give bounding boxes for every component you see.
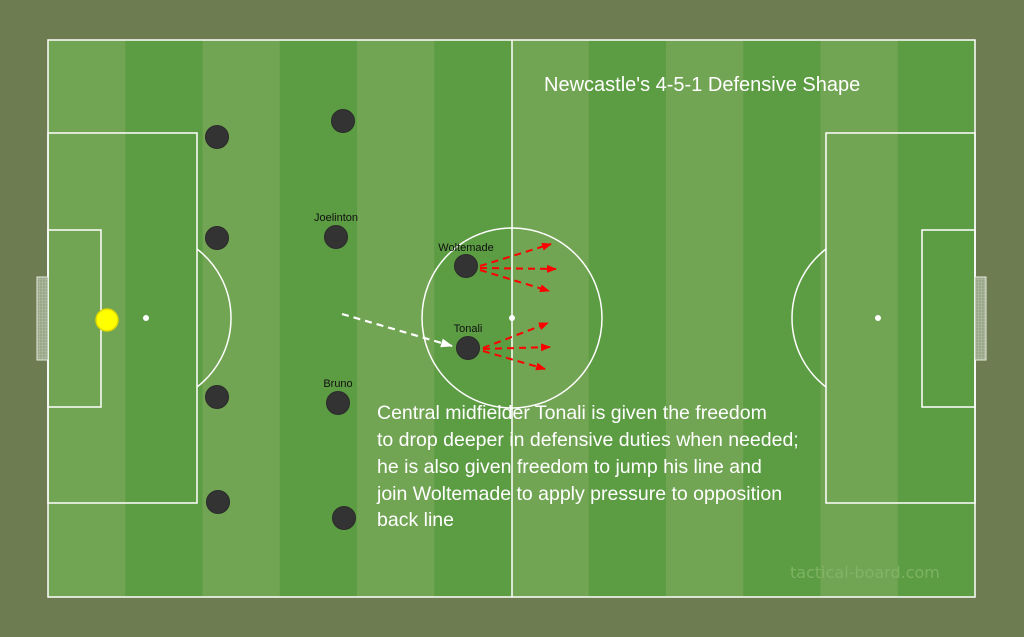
watermark: tactical-board.com <box>790 563 940 582</box>
note-line: to drop deeper in defensive duties when … <box>377 429 799 451</box>
pitch-stripe <box>743 40 821 597</box>
pitch-stripe <box>511 40 590 597</box>
right-goal <box>974 276 987 361</box>
player-token-woltemade[interactable] <box>454 254 478 278</box>
player-label-bruno: Bruno <box>323 378 352 390</box>
pitch-stripe <box>588 40 667 597</box>
player-token-joelinton[interactable] <box>324 225 348 249</box>
left-goal <box>36 276 49 361</box>
tonali-press-arrow <box>482 350 546 371</box>
player-token[interactable] <box>205 125 229 149</box>
players: Joelinton Woltemade Tonali Bruno <box>95 109 494 530</box>
pitch-markings <box>36 39 987 598</box>
note-line: back line <box>377 509 454 531</box>
pitch-stripe <box>125 40 203 597</box>
player-token[interactable] <box>331 109 355 133</box>
woltemade-press-arrow <box>479 264 557 273</box>
tactical-note: Central midfielder Tonali is given the f… <box>376 402 799 531</box>
diagram-title: Newcastle's 4-5-1 Defensive Shape <box>544 74 860 96</box>
pitch-stripe <box>434 40 512 597</box>
player-label-tonali: Tonali <box>454 323 483 335</box>
player-token[interactable] <box>205 385 229 409</box>
pitch-stripe <box>820 40 899 597</box>
note-line: Central midfielder Tonali is given the f… <box>377 402 767 424</box>
pitch-stripe <box>666 40 744 597</box>
pitch-stripe <box>202 40 281 597</box>
pitch-stripe <box>897 40 976 597</box>
note-line: he is also given freedom to jump his lin… <box>377 456 762 478</box>
woltemade-press-arrow <box>479 269 550 293</box>
ball[interactable] <box>95 308 119 332</box>
player-token-bruno[interactable] <box>326 391 350 415</box>
player-label-woltemade: Woltemade <box>438 242 493 254</box>
arrows <box>341 242 557 371</box>
player-token-tonali[interactable] <box>456 336 480 360</box>
note-line: join Woltemade to apply pressure to oppo… <box>376 483 782 505</box>
player-token[interactable] <box>205 226 229 250</box>
woltemade-press-arrow <box>479 242 552 267</box>
player-label-joelinton: Joelinton <box>314 212 358 224</box>
player-token[interactable] <box>206 490 230 514</box>
player-token[interactable] <box>332 506 356 530</box>
